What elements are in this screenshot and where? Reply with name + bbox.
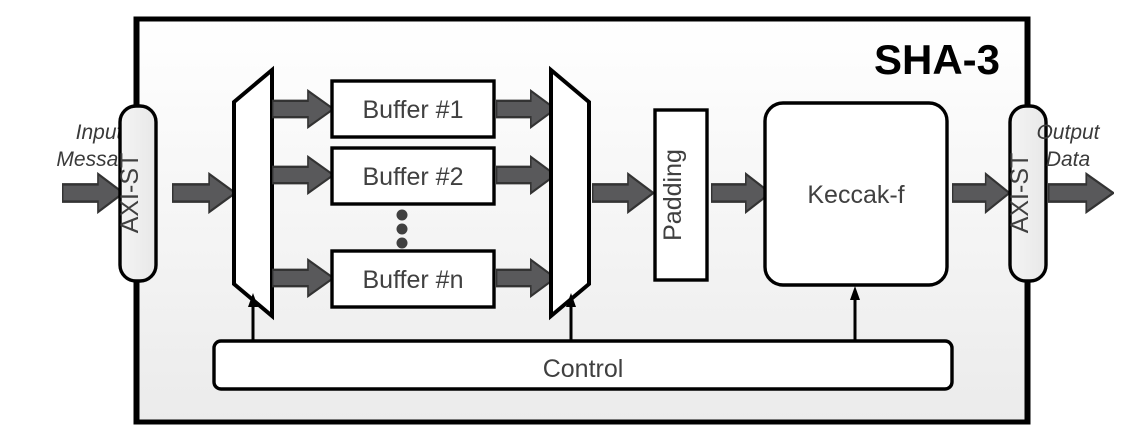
control-rect: [212, 339, 954, 391]
control-block: Control: [212, 339, 954, 391]
demux-left: [232, 65, 274, 321]
buffer-n-label: Buffer #n: [362, 266, 463, 294]
demux-left-shape: [232, 65, 274, 321]
buffer-1-rect: [330, 79, 496, 139]
arrow-input-to-axi: [62, 172, 124, 214]
mux-right: [549, 65, 591, 321]
buffer-box-1: Buffer #1: [330, 79, 496, 139]
keccak-f-rect: [763, 101, 949, 287]
control-arrow-to-mux: [566, 293, 576, 341]
arrow-axi-to-output: [1048, 172, 1114, 214]
control-arrow-to-demux: [248, 293, 258, 341]
vertical-ellipsis-icon: [396, 209, 408, 249]
buffer-2-label: Buffer #2: [362, 163, 463, 191]
axi-st-output-rect: [1008, 104, 1048, 283]
output-data-label: Output Data: [1036, 121, 1100, 171]
input-label-line1: Input: [76, 121, 124, 144]
axi-st-output-label: AXI-ST: [1006, 153, 1034, 234]
control-arrow-to-keccak: [850, 286, 860, 341]
axi-st-input-block: AXI-ST: [116, 104, 158, 283]
buffer-box-2: Buffer #2: [330, 146, 496, 206]
keccak-f-block: Keccak-f: [763, 101, 949, 287]
buffer-2-rect: [330, 146, 496, 206]
mux-right-shape: [549, 65, 591, 321]
control-label: Control: [543, 355, 624, 383]
buffer-1-label: Buffer #1: [362, 96, 463, 124]
output-label-line2: Data: [1046, 148, 1090, 171]
padding-rect: [653, 108, 709, 282]
buffer-n-rect: [330, 249, 496, 309]
keccak-f-label: Keccak-f: [807, 181, 904, 209]
padding-label: Padding: [659, 149, 687, 241]
output-label-line1: Output: [1036, 121, 1100, 144]
axi-st-input-label: AXI-ST: [116, 153, 144, 234]
buffer-box-n: Buffer #n: [330, 249, 496, 309]
axi-st-output-block: AXI-ST: [1006, 104, 1048, 283]
page-title: SHA-3: [874, 36, 1000, 83]
axi-st-input-rect: [118, 104, 158, 283]
padding-block: Padding: [653, 108, 709, 282]
